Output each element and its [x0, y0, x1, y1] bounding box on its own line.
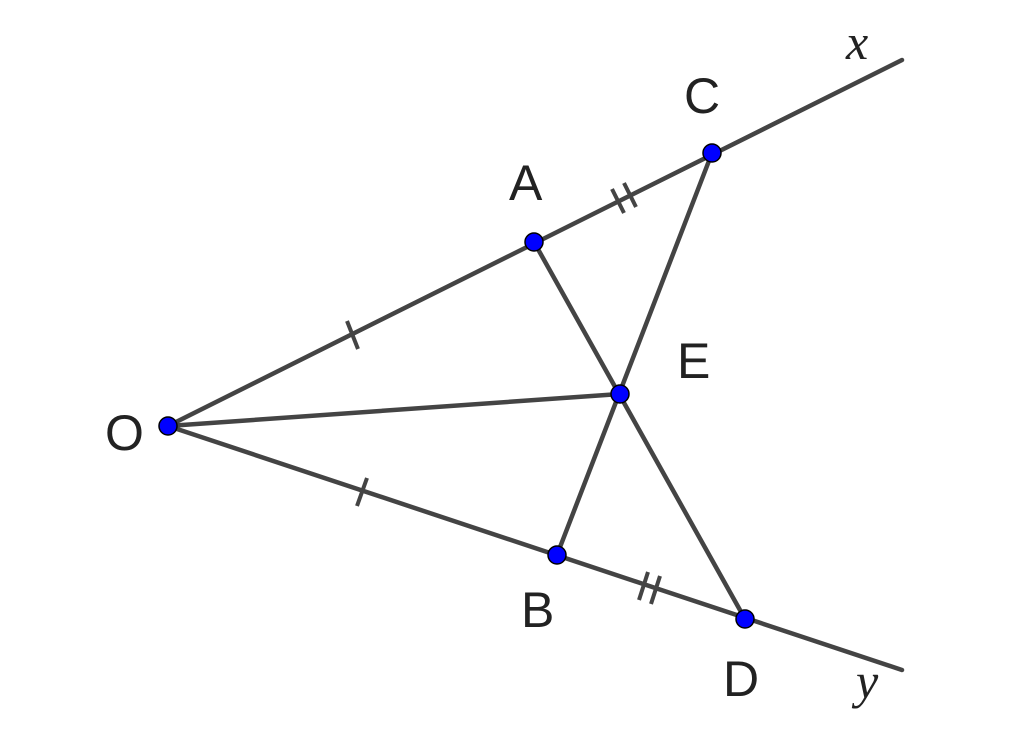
point-d	[735, 609, 755, 629]
label-b: B	[521, 582, 554, 638]
tick-bd-2	[649, 575, 662, 605]
segment-bc	[554, 150, 715, 558]
label-ray-y: y	[851, 653, 879, 709]
tick-bd-1	[637, 571, 650, 601]
ray-oy	[165, 423, 905, 673]
point-a	[524, 232, 544, 252]
point-e	[610, 384, 630, 404]
label-a: A	[509, 155, 543, 211]
segment-oe	[165, 391, 623, 429]
segment-ad	[531, 239, 748, 622]
point-c	[702, 143, 722, 163]
tick-oa	[345, 320, 360, 350]
label-d: D	[723, 651, 759, 707]
label-e: E	[677, 333, 710, 389]
label-c: C	[684, 68, 720, 124]
label-ray-x: x	[845, 14, 868, 70]
point-o	[158, 416, 178, 436]
label-o: O	[105, 405, 144, 461]
tick-ac-1	[610, 188, 626, 214]
tick-ob	[355, 477, 369, 507]
tick-ac-2	[622, 182, 638, 208]
point-b	[547, 545, 567, 565]
